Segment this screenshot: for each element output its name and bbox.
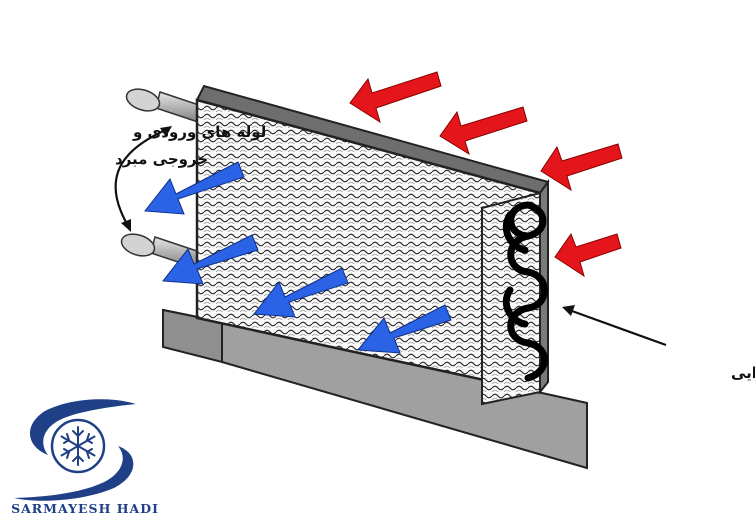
red-arrow-3 bbox=[540, 143, 623, 192]
pipes-pointer-head-top bbox=[160, 126, 172, 137]
red-arrow-2 bbox=[439, 106, 528, 156]
evaporator-coil bbox=[195, 84, 550, 406]
pipes-label-line2: خروجی مبرد bbox=[115, 150, 208, 168]
blue-arrow-2 bbox=[162, 234, 259, 285]
red-arrow-1 bbox=[349, 71, 442, 124]
red-arrow-4 bbox=[554, 232, 622, 278]
hot-air-arrows bbox=[349, 71, 623, 278]
logo-swoosh-bottom bbox=[14, 446, 134, 501]
pipes-callout: لوله های ورودی و خروجی مبرد bbox=[114, 123, 266, 232]
refrigerant-pipes bbox=[120, 88, 209, 270]
blue-arrow-3 bbox=[253, 267, 349, 318]
pipes-pointer-line bbox=[114, 126, 171, 227]
pipes-pointer-head-bottom bbox=[121, 219, 131, 232]
evaporator-label: اواپراتور هوایی bbox=[731, 364, 755, 383]
blue-arrow-4 bbox=[357, 304, 452, 354]
brand-name: SARMAYESH HADI bbox=[11, 501, 159, 516]
evaporator-callout: اواپراتور هوایی bbox=[562, 305, 755, 383]
evaporator-pointer-head bbox=[562, 305, 575, 316]
cold-air-arrows bbox=[144, 161, 452, 354]
logo-swoosh-top bbox=[29, 399, 136, 455]
snowflake-icon bbox=[60, 426, 96, 466]
brand-logo: SARMAYESH HADI bbox=[11, 399, 159, 516]
evaporator-pointer-line bbox=[571, 309, 667, 347]
tube-return-bends bbox=[502, 201, 548, 382]
blue-arrow-1 bbox=[144, 161, 245, 215]
pipes-label-line1: لوله های ورودی و bbox=[132, 123, 266, 141]
inlet-pipe bbox=[125, 88, 209, 125]
